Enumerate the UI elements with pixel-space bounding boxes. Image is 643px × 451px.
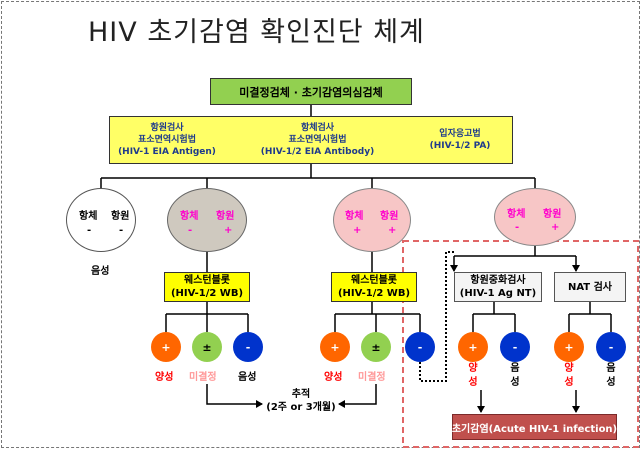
antigen-test-label: 항원검사 표소면역시험법 (HIV-1 EIA Antigen) bbox=[118, 123, 216, 157]
wb2-indeterminate-label: 미결정 bbox=[358, 372, 386, 383]
wb2-indeterminate-dot: ± bbox=[361, 332, 391, 362]
antibody-test-label: 항체검사 표소면역시험법 (HIV-1/2 EIA Antibody) bbox=[260, 123, 375, 157]
screening-tests-box bbox=[109, 116, 513, 164]
negative-result-label: 음성 bbox=[91, 266, 110, 277]
wb1-negative-label: 음성 bbox=[238, 372, 257, 383]
oval-ab-pos-ag-pos: 항체 항원 + + bbox=[333, 188, 411, 252]
nat-negative-dot: - bbox=[596, 332, 626, 362]
western-blot-box-1: 웨스턴블롯 (HIV-1/2 WB) bbox=[164, 272, 250, 302]
follow-up-label: 추적 (2주 or 3개월) bbox=[266, 389, 336, 413]
oval-ab-neg-ag-pos-acute: 항체 항원 - + bbox=[494, 188, 576, 246]
wb1-negative-dot: - bbox=[233, 332, 263, 362]
wb2-negative-dot: - bbox=[405, 332, 435, 362]
diagram-title: HIV 초기감염 확인진단 체계 bbox=[88, 17, 425, 48]
oval-ab-neg-ag-pos: 항체 항원 - + bbox=[167, 188, 247, 252]
wb1-positive-dot: + bbox=[151, 332, 181, 362]
acute-infection-box: 초기감염(Acute HIV-1 infection) bbox=[452, 414, 617, 440]
wb2-positive-dot: + bbox=[320, 332, 350, 362]
nat-positive-dot: + bbox=[554, 332, 584, 362]
western-blot-box-2: 웨스턴블롯 (HIV-1/2 WB) bbox=[331, 272, 417, 302]
wb1-positive-label: 양성 bbox=[155, 372, 174, 383]
oval-ab-neg-ag-neg: 항체 항원 - - bbox=[66, 188, 136, 252]
wb2-positive-label: 양성 bbox=[324, 372, 343, 383]
agnt-positive-dot: + bbox=[458, 332, 488, 362]
indeterminate-specimen-box: 미결정검체 · 초기감염의심검체 bbox=[210, 78, 412, 105]
ag-neutralization-box: 항원중화검사 (HIV-1 Ag NT) bbox=[454, 272, 542, 302]
pa-test-label: 입자응고법 (HIV-1/2 PA) bbox=[429, 129, 491, 151]
nat-test-box: NAT 검사 bbox=[554, 272, 626, 302]
wb1-indeterminate-dot: ± bbox=[192, 332, 222, 362]
agnt-negative-dot: - bbox=[500, 332, 530, 362]
wb1-indeterminate-label: 미결정 bbox=[189, 372, 217, 383]
